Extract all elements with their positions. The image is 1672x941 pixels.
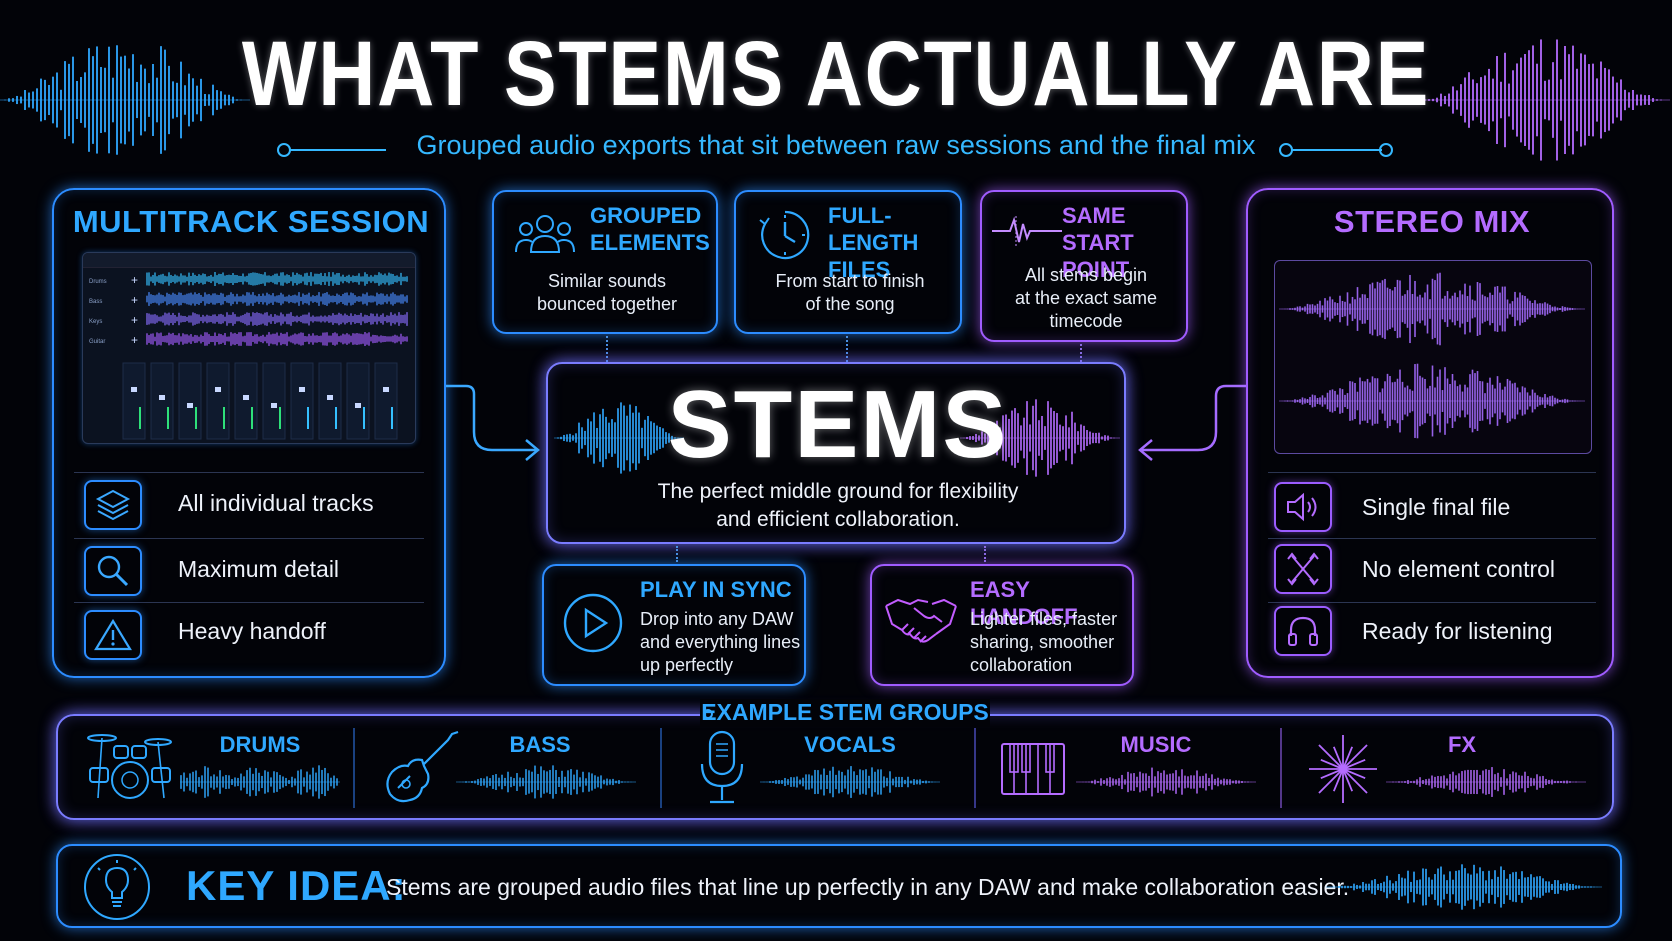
stereo-waveform-left xyxy=(1279,272,1585,346)
daw-screenshot: Drums + Bass + Keys + Guitar + xyxy=(82,252,416,444)
speaker-icon xyxy=(1274,482,1332,532)
play-in-sync-line3: up perfectly xyxy=(640,655,734,675)
groups-header-dot-left xyxy=(703,709,713,719)
stems-waveform-right xyxy=(960,399,1120,477)
feature-2-body-line2: of the song xyxy=(805,294,895,314)
example-groups-header xyxy=(700,699,990,727)
lightbulb-icon xyxy=(84,854,150,920)
daw-track-label: Keys xyxy=(89,319,102,325)
feature-card-same-start: SAME START POINT All stems begin at the … xyxy=(980,190,1188,342)
warning-icon xyxy=(84,610,142,660)
clock-icon xyxy=(759,210,810,260)
multitrack-item-1: All individual tracks xyxy=(178,490,374,516)
crossed-arrows-icon xyxy=(1274,544,1332,594)
subtitle-right-connector xyxy=(1279,143,1393,157)
svg-text:+: + xyxy=(131,273,138,287)
easy-handoff-line3: collaboration xyxy=(970,655,1073,675)
svg-text:+: + xyxy=(131,293,138,307)
feature-2-title-line2: FILES xyxy=(828,257,891,282)
stems-waveform-left xyxy=(554,402,684,474)
vocals-waveform xyxy=(760,766,940,798)
group-label-fx: FX xyxy=(1447,732,1477,757)
daw-tracks-view: Drums + Bass + Keys + Guitar + xyxy=(89,272,408,440)
daw-track-label: Bass xyxy=(89,299,102,305)
feature-3-body-line2: at the exact same xyxy=(1014,288,1158,308)
feature-1-body-line2: bounced together xyxy=(536,294,678,314)
feature-2-title-line1: FULL-LENGTH xyxy=(828,203,919,255)
group-label-music: MUSIC xyxy=(1120,732,1192,757)
feature-3-title-line1: SAME xyxy=(1062,203,1126,228)
feature-card-grouped: GROUPED ELEMENTS Similar sounds bounced … xyxy=(492,190,718,334)
microphone-icon xyxy=(700,730,744,804)
group-label-bass: BASS xyxy=(509,732,571,757)
arrow-from-multitrack xyxy=(446,384,540,461)
play-in-sync-title: PLAY IN SYNC xyxy=(640,577,792,602)
group-label-drums: DRUMS xyxy=(219,732,301,757)
stems-title: STEMS xyxy=(667,371,1009,478)
play-icon xyxy=(563,593,623,653)
svg-text:+: + xyxy=(131,333,138,347)
feature-3-title-line2: START POINT xyxy=(1062,230,1134,282)
feature-1-title-line2: ELEMENTS xyxy=(590,230,710,255)
group-label-vocals: VOCALS xyxy=(804,732,896,757)
stereo-item-3: Ready for listening xyxy=(1362,618,1553,644)
play-in-sync-line2: and everything lines xyxy=(640,632,801,652)
multitrack-item-2: Maximum detail xyxy=(178,556,340,582)
feature-card-full-length: FULL-LENGTH FILES From start to finish o… xyxy=(734,190,962,334)
header-right-waveform xyxy=(1420,39,1670,161)
stereo-item-1: Single final file xyxy=(1362,494,1511,520)
feature-1-title-line1: GROUPED xyxy=(590,203,702,228)
magnifier-icon xyxy=(84,546,142,596)
stereo-mix-panel: STEREO MIX Single final file No element … xyxy=(1246,188,1614,678)
starburst-icon xyxy=(1309,735,1377,803)
stereo-waveform-right xyxy=(1279,363,1585,439)
example-groups-title: EXAMPLE STEM GROUPS xyxy=(701,699,989,725)
guitar-icon xyxy=(386,730,459,803)
subtitle-left-connector xyxy=(277,143,386,157)
key-idea-label: KEY IDEA: xyxy=(186,862,407,909)
arrow-from-stereo-mix xyxy=(1138,384,1246,461)
feature-1-body-line1: Similar sounds xyxy=(547,271,667,291)
stems-desc-line1: The perfect middle ground for flexibilit… xyxy=(657,480,1019,503)
headphones-icon xyxy=(1274,606,1332,656)
play-in-sync-card: PLAY IN SYNC Drop into any DAW and every… xyxy=(542,564,806,686)
daw-track-label: Guitar xyxy=(89,339,105,345)
group-icon xyxy=(515,215,575,253)
feature-3-body-line3: timecode xyxy=(1049,311,1123,331)
fx-waveform xyxy=(1386,767,1586,797)
stems-center-panel: STEMS The perfect middle ground for flex… xyxy=(546,362,1126,544)
music-waveform xyxy=(1076,767,1256,797)
multitrack-item-3: Heavy handoff xyxy=(178,618,326,644)
easy-handoff-card: EASY HANDOFF Lighter files, faster shari… xyxy=(870,564,1134,686)
stems-desc-line2: and efficient collaboration. xyxy=(716,508,960,531)
easy-handoff-title: EASY HANDOFF xyxy=(970,577,1078,629)
page-subtitle: Grouped audio exports that sit between r… xyxy=(416,130,1256,160)
daw-track-label: Drums xyxy=(89,279,107,285)
svg-text:+: + xyxy=(131,313,138,327)
feature-2-body-line1: From start to finish xyxy=(775,271,925,291)
key-idea-panel xyxy=(56,844,1622,928)
stereo-waveform-display xyxy=(1274,260,1592,454)
key-idea-waveform xyxy=(1326,864,1602,910)
feature-3-body-line1: All stems begin xyxy=(1024,265,1148,285)
layers-icon xyxy=(84,480,142,530)
easy-handoff-line2: sharing, smoother xyxy=(970,632,1115,652)
bass-waveform xyxy=(456,765,636,799)
stereo-mix-title: STEREO MIX xyxy=(1333,204,1531,239)
page-title: WHAT STEMS ACTUALLY ARE xyxy=(241,23,1431,125)
key-idea-text: Stems are grouped audio files that line … xyxy=(386,874,1350,900)
drums-waveform xyxy=(180,765,340,799)
play-in-sync-line1: Drop into any DAW xyxy=(640,609,794,629)
stereo-item-2: No element control xyxy=(1362,556,1556,582)
drum-kit-icon xyxy=(87,734,172,799)
multitrack-title: MULTITRACK SESSION xyxy=(72,204,430,239)
waveform-pulse-icon xyxy=(992,216,1062,246)
multitrack-panel: MULTITRACK SESSION Drums + Bass + Keys + Guita… xyxy=(52,188,446,678)
piano-keys-icon xyxy=(1001,743,1065,795)
header-left-waveform xyxy=(0,45,250,155)
handshake-icon xyxy=(885,598,957,643)
easy-handoff-line1: Lighter files, faster xyxy=(970,609,1118,629)
